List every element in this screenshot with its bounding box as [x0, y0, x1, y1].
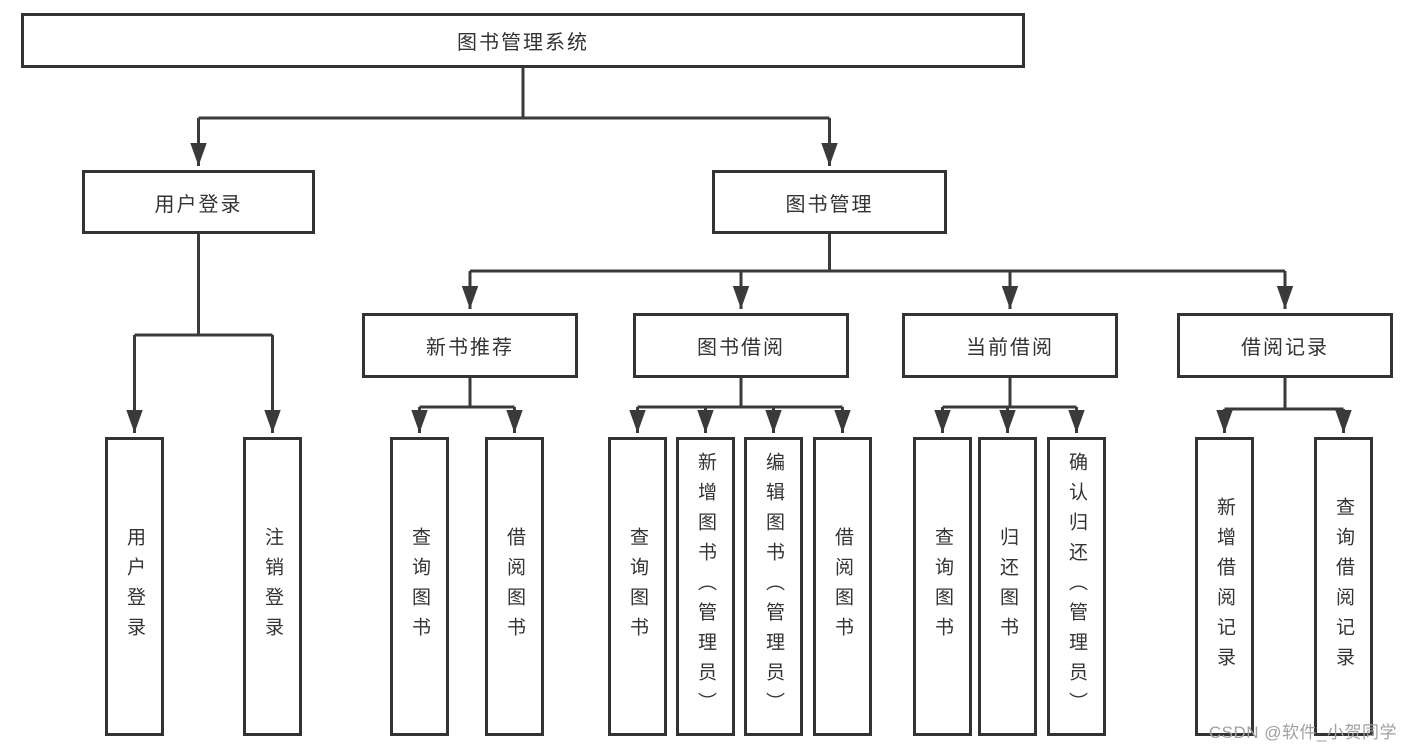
leaf-logout: 注销登录	[243, 437, 302, 736]
leaf-label: 借阅图书	[504, 526, 525, 647]
leaf-query-books-borrow: 查询图书	[608, 437, 667, 736]
leaf-query-books-recommend: 查询图书	[390, 437, 449, 736]
leaf-borrow-books-recommend: 借阅图书	[485, 437, 544, 736]
node-label: 图书借阅	[697, 337, 785, 359]
node-book-borrow: 图书借阅	[633, 313, 849, 378]
node-label: 用户登录	[154, 193, 243, 216]
node-library-management-system: 图书管理系统	[21, 13, 1025, 68]
leaf-user-login: 用户登录	[105, 437, 164, 736]
edge-mgmt-trunk	[470, 234, 1285, 273]
node-label: 图书管理	[785, 193, 874, 216]
leaf-label: 借阅图书	[832, 526, 853, 647]
leaf-borrow-books: 借阅图书	[813, 437, 872, 736]
node-user-login: 用户登录	[82, 170, 315, 234]
watermark: CSDN @软件_小贺同学	[1208, 723, 1397, 742]
leaf-return-books: 归还图书	[978, 437, 1037, 736]
leaf-add-borrow-record: 新增借阅记录	[1195, 437, 1254, 736]
leaf-query-borrow-record: 查询借阅记录	[1314, 437, 1373, 736]
leaf-label: 用户登录	[124, 526, 145, 647]
leaf-label: 确认归还（管理员）	[1066, 451, 1087, 722]
edge-login-trunk	[134, 234, 273, 337]
leaf-confirm-return-admin: 确认归还（管理员）	[1047, 437, 1106, 736]
node-new-book-recommend: 新书推荐	[362, 313, 578, 378]
edge-records-trunk	[1224, 378, 1344, 411]
edge-current-trunk	[942, 378, 1077, 409]
leaf-label: 查询图书	[627, 526, 648, 647]
edge-newbook-trunk	[419, 378, 515, 409]
leaf-label: 查询图书	[932, 526, 953, 647]
node-current-borrow: 当前借阅	[902, 313, 1118, 378]
leaf-label: 编辑图书（管理员）	[763, 451, 784, 722]
leaf-label: 注销登录	[262, 526, 283, 647]
node-book-management: 图书管理	[712, 170, 947, 234]
node-label: 图书管理系统	[457, 32, 589, 54]
leaf-query-books-current: 查询图书	[913, 437, 972, 736]
node-label: 借阅记录	[1241, 337, 1329, 359]
node-label: 当前借阅	[966, 337, 1054, 359]
leaf-label: 查询借阅记录	[1333, 496, 1354, 677]
node-borrow-records: 借阅记录	[1177, 313, 1393, 378]
leaf-add-books-admin: 新增图书（管理员）	[676, 437, 735, 736]
leaf-label: 新增图书（管理员）	[695, 451, 716, 722]
leaf-edit-books-admin: 编辑图书（管理员）	[744, 437, 803, 736]
edge-borrow-trunk	[637, 378, 843, 409]
edge-root-trunk	[198, 68, 830, 120]
leaf-label: 归还图书	[997, 526, 1018, 647]
node-label: 新书推荐	[426, 337, 514, 359]
leaf-label: 查询图书	[409, 526, 430, 647]
leaf-label: 新增借阅记录	[1214, 496, 1235, 677]
